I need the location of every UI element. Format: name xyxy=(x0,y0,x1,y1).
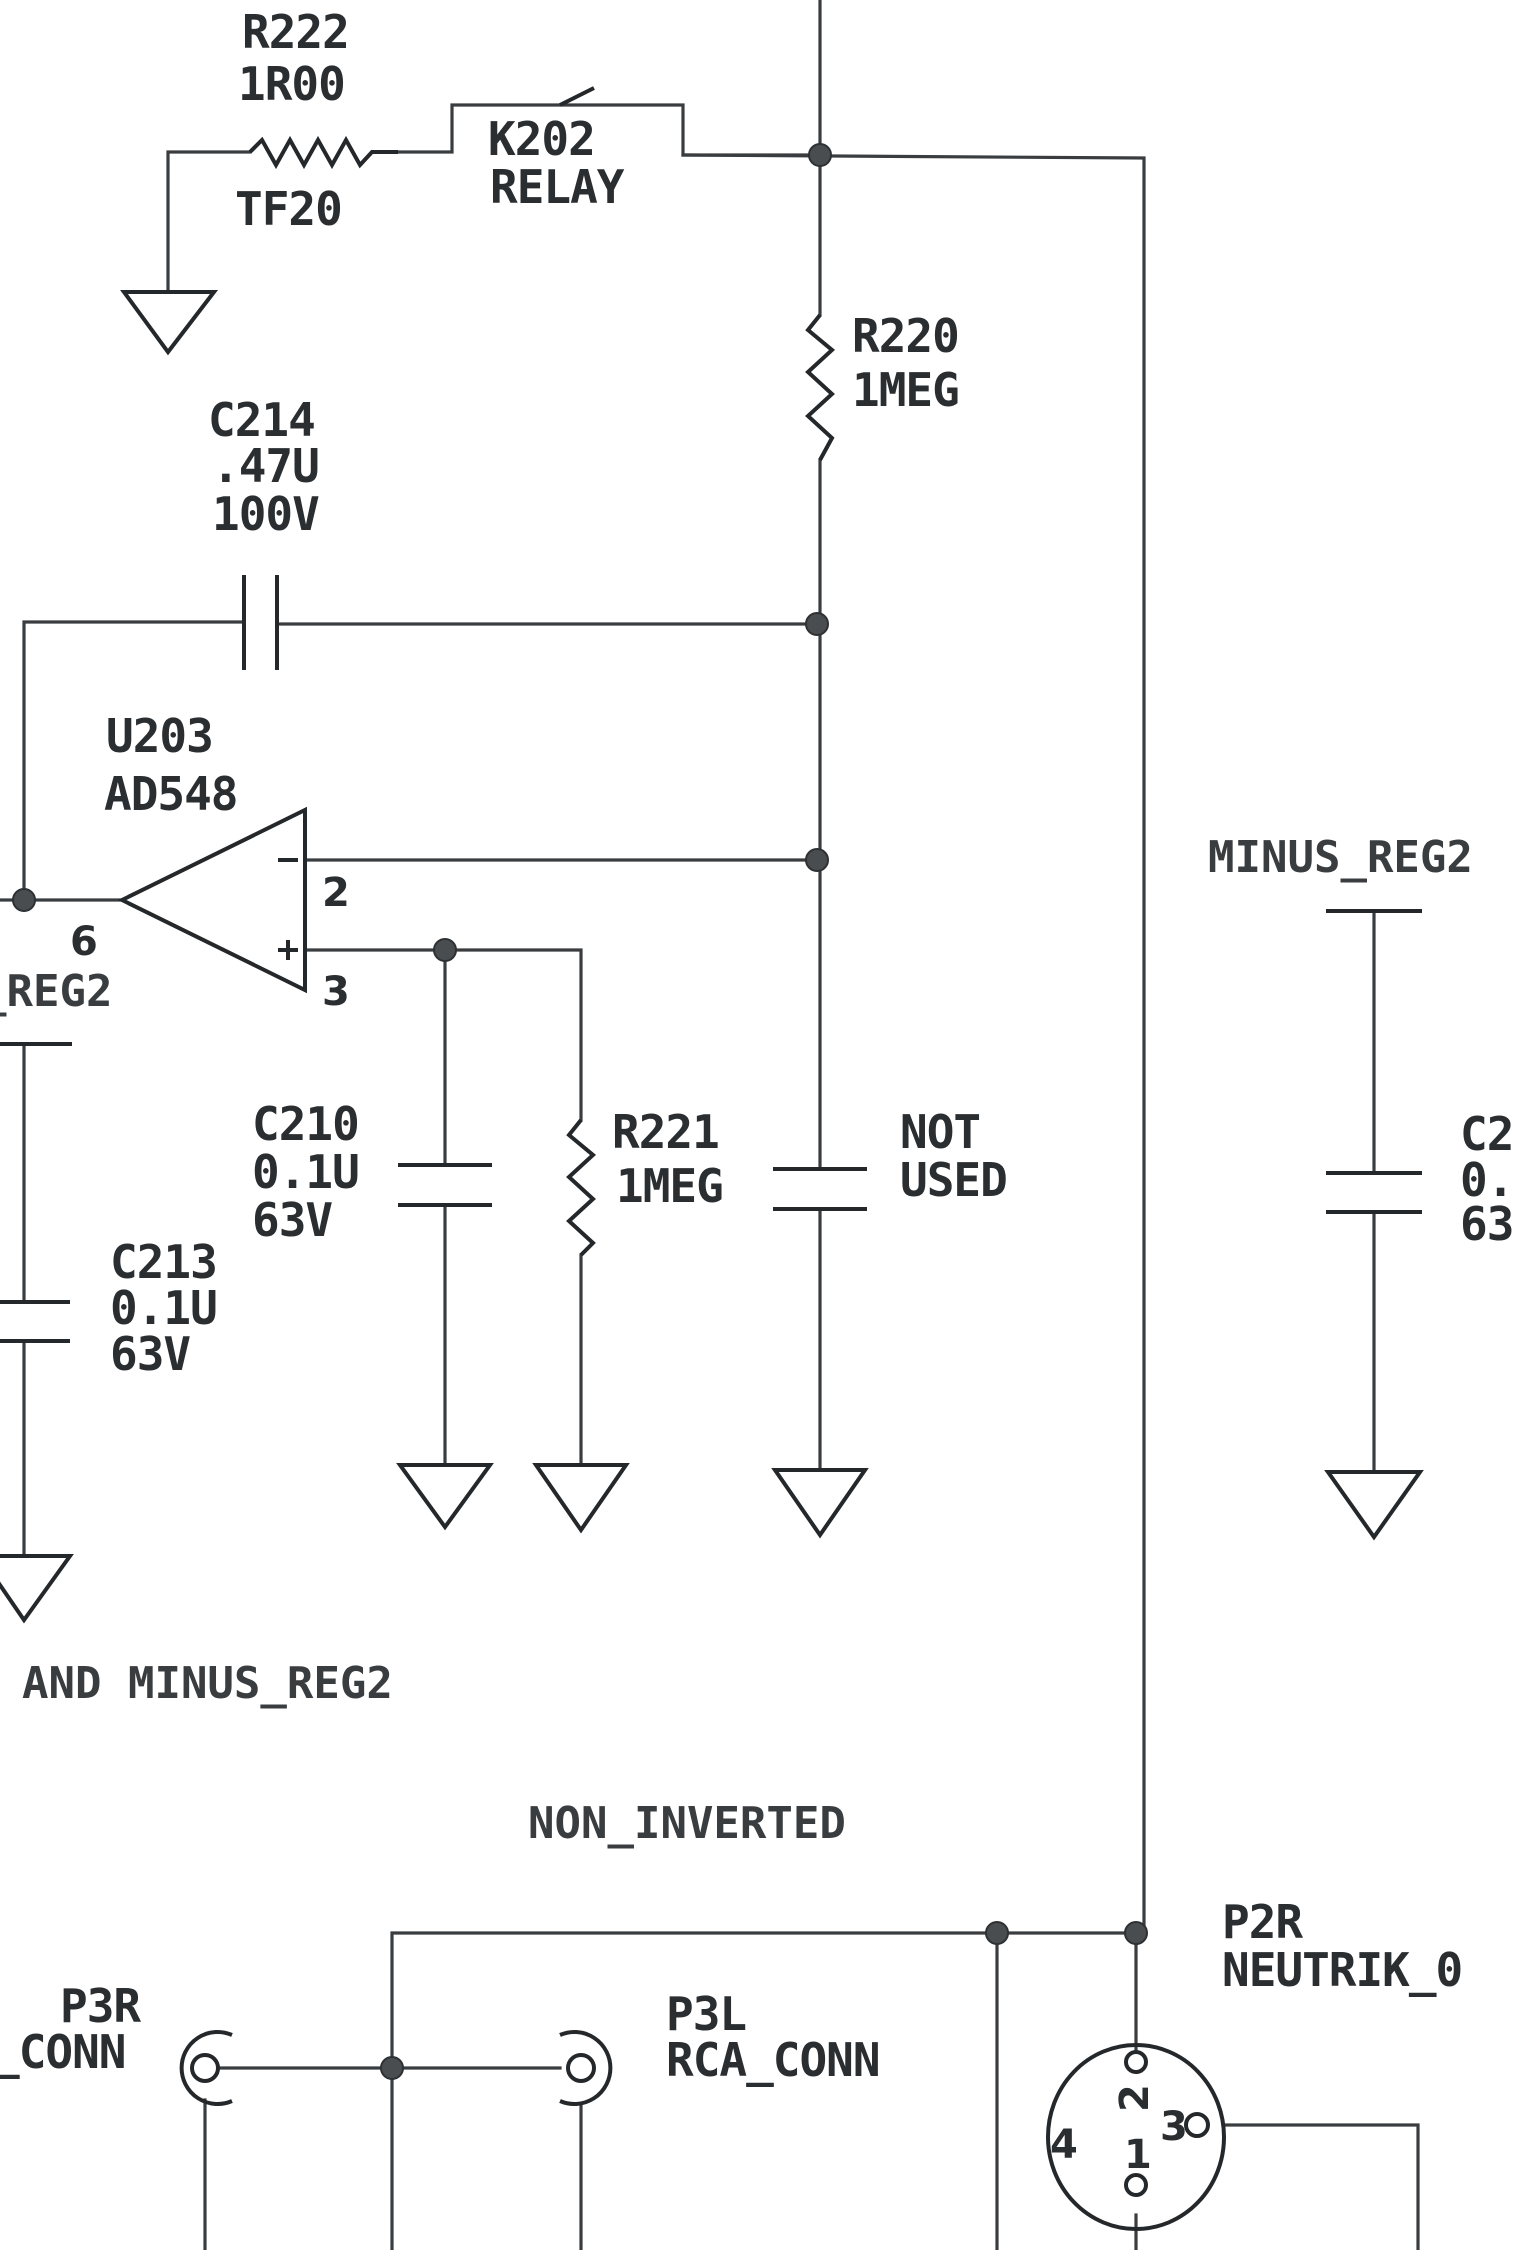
u203-pin6: 6 xyxy=(70,919,98,965)
relay-k202-contact xyxy=(559,86,595,107)
ground-icon xyxy=(532,1463,630,1534)
r220-value: 1MEG xyxy=(852,363,959,417)
wire-xlr-pin3 xyxy=(1224,2123,1420,2250)
ground-symbols xyxy=(0,290,1424,1624)
p3l-ref: P3L xyxy=(666,1987,746,2041)
ground-icon xyxy=(771,1468,869,1539)
ground-icon xyxy=(120,290,219,356)
xlr-body-icon xyxy=(1046,2043,1226,2231)
p3l-type: RCA_CONN xyxy=(666,2033,880,2087)
capacitor-c213-symbol xyxy=(0,1300,70,1343)
xlr-pin2-label: 2 xyxy=(1112,2084,1158,2112)
wire-relay-left xyxy=(396,103,822,157)
c213-value: 0.1U xyxy=(110,1281,217,1335)
opamp-u203-symbol xyxy=(117,806,307,994)
r221-value: 1MEG xyxy=(616,1159,723,1213)
c214-voltage: 100V xyxy=(212,487,319,541)
c2-voltage: 63 xyxy=(1460,1197,1513,1251)
net-label-non-inverted: NON_INVERTED xyxy=(528,1798,846,1849)
c214-ref: C214 xyxy=(208,393,315,447)
junction-dot xyxy=(805,848,829,872)
c210-voltage: 63V xyxy=(252,1193,332,1247)
p3r-ref: P3R xyxy=(60,1979,141,2033)
junction-dot xyxy=(808,143,832,167)
junction-dot xyxy=(380,2056,404,2080)
net-label-reg2: _REG2 xyxy=(0,966,112,1017)
rca-p3l-shell-icon xyxy=(559,2030,613,2106)
junction-dot xyxy=(433,938,457,962)
junction-dot xyxy=(805,612,829,636)
rca-p3r-pin-icon xyxy=(190,2053,220,2083)
u203-pin2: 2 xyxy=(322,870,350,916)
wires xyxy=(0,0,1420,2250)
xlr-pin1-label: 1 xyxy=(1124,2132,1152,2178)
c2-value: 0. xyxy=(1460,1153,1513,1207)
r222-ref: R222 xyxy=(242,5,349,59)
resistor-r220-symbol xyxy=(805,313,836,461)
wire-bottom-bus xyxy=(390,1931,1146,2250)
xlr-pin4-label: 4 xyxy=(1050,2122,1078,2168)
u203-part: AD548 xyxy=(104,767,237,821)
wire-top-right xyxy=(681,153,1146,1935)
xlr-pin1-icon xyxy=(1124,2173,1148,2197)
not-used-line1: NOT xyxy=(900,1105,980,1159)
xlr-pin3-icon xyxy=(1184,2112,1210,2138)
not-used-line2: USED xyxy=(900,1153,1007,1207)
c214-value: .47U xyxy=(212,439,319,493)
net-note-and-minus-reg2: AND MINUS_REG2 xyxy=(22,1658,393,1709)
r222-value: 1R00 xyxy=(238,57,345,111)
capacitor-c210-symbol xyxy=(398,1163,492,1207)
k202-type: RELAY xyxy=(490,160,625,214)
rca-connector-p3l xyxy=(559,2030,613,2106)
c213-ref: C213 xyxy=(110,1235,217,1289)
resistor-r222-symbol xyxy=(248,135,398,170)
junction-dot xyxy=(1124,1921,1148,1945)
rca-p3r-shell-icon xyxy=(179,2030,233,2106)
p2r-ref: P2R xyxy=(1222,1895,1303,1949)
rca-connector-p3r xyxy=(179,2030,233,2106)
p3r-type: _CONN xyxy=(0,2025,125,2079)
junctions xyxy=(12,143,1148,2080)
xlr-pin3-label: 3 xyxy=(1160,2104,1188,2150)
junction-dot xyxy=(12,888,36,912)
wire-c214-left xyxy=(22,620,246,902)
rca-p3l-pin-icon xyxy=(566,2053,596,2083)
ground-icon xyxy=(1324,1470,1424,1541)
net-label-minus-reg2: MINUS_REG2 xyxy=(1208,832,1473,883)
capacitor-not-used-symbol xyxy=(773,1167,867,1211)
opamp-plus-mark xyxy=(278,940,298,960)
c210-ref: C210 xyxy=(252,1097,359,1151)
wire-r222-ground xyxy=(166,150,252,294)
wire-pin3 xyxy=(303,948,583,1122)
c210-value: 0.1U xyxy=(252,1145,359,1199)
neutrik-connector-p2r xyxy=(1046,2043,1226,2231)
junction-dot xyxy=(985,1921,1009,1945)
ground-icon xyxy=(0,1554,74,1624)
r222-package: TF20 xyxy=(235,182,342,236)
capacitor-c214-symbol xyxy=(242,575,279,670)
u203-pin3: 3 xyxy=(322,969,350,1015)
u203-ref: U203 xyxy=(106,709,213,763)
resistor-r221-symbol xyxy=(566,1118,597,1257)
r221-ref: R221 xyxy=(612,1105,719,1159)
k202-ref: K202 xyxy=(488,112,595,166)
xlr-pin2-icon xyxy=(1124,2050,1148,2074)
capacitor-c2-symbol xyxy=(1326,1171,1422,1214)
p2r-type: NEUTRIK_0 xyxy=(1222,1943,1462,1997)
c2-ref: C2 xyxy=(1460,1107,1513,1161)
r220-ref: R220 xyxy=(852,309,959,363)
c213-voltage: 63V xyxy=(110,1327,190,1381)
ground-icon xyxy=(396,1463,494,1531)
